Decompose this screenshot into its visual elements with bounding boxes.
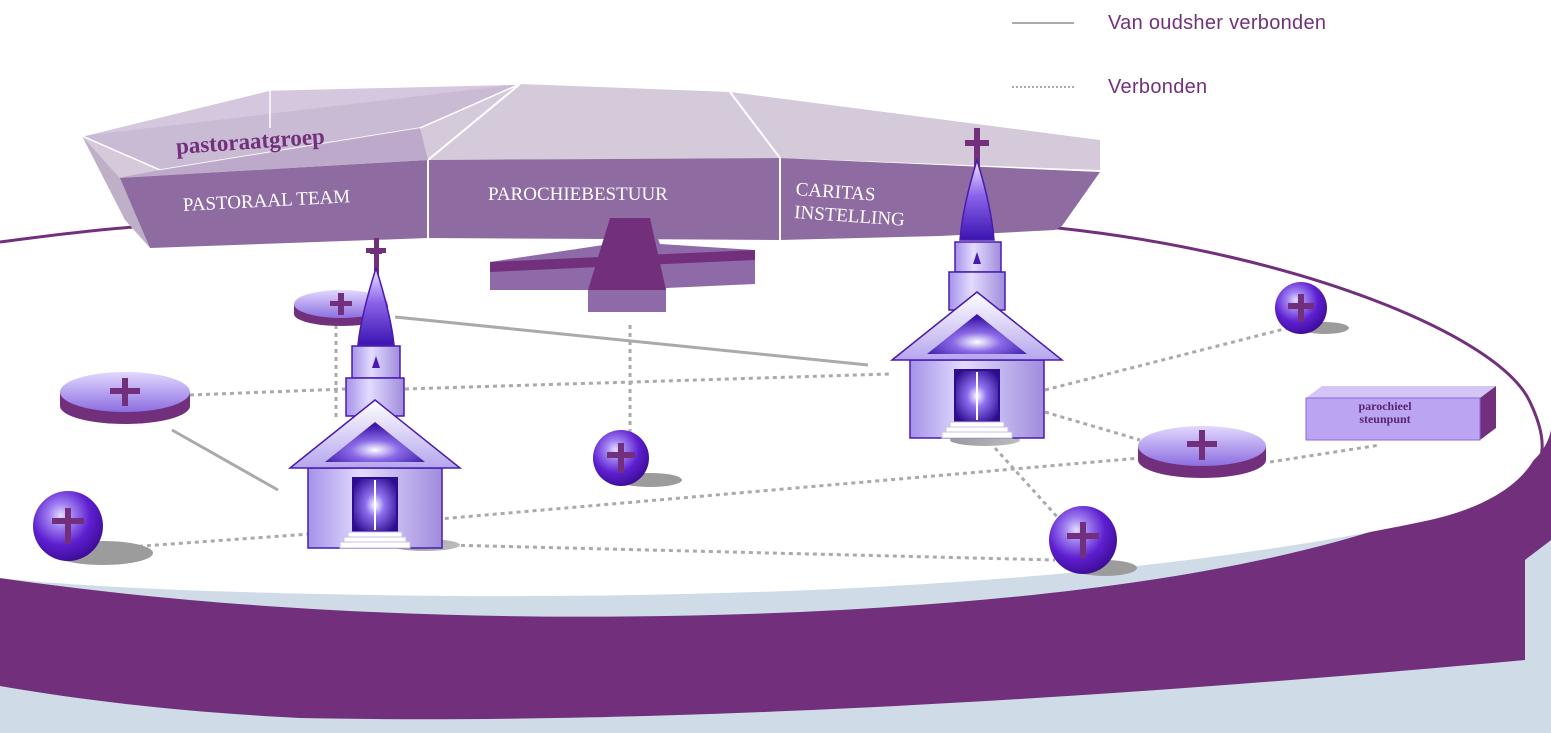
- steunpunt-label: parochieel steunpunt: [1310, 400, 1460, 426]
- dotted-connector: [189, 387, 346, 397]
- platform-bottom-light: [0, 660, 1525, 733]
- parish-sphere: [33, 491, 153, 565]
- dotted-connector: [404, 456, 1141, 524]
- parish-disc: [1138, 426, 1266, 478]
- legend-solid-label: Van oudsher verbonden: [1108, 11, 1327, 34]
- dotted-connector: [404, 372, 891, 391]
- legend-solid-line: [1012, 22, 1074, 24]
- dotted-connector: [114, 532, 311, 550]
- connectors: [114, 315, 1381, 562]
- steunpunt-label-line1: parochieel: [1358, 399, 1412, 413]
- parish-sphere: [593, 430, 682, 487]
- platform-purple-rim: [0, 430, 1551, 733]
- board-structure: [79, 83, 1100, 312]
- parish-disc: [60, 372, 190, 424]
- dotted-connector: [1269, 443, 1381, 464]
- dotted-connector: [993, 446, 1062, 522]
- dotted-connector: [1044, 410, 1141, 442]
- legend-dotted-label: Verbonden: [1108, 75, 1208, 98]
- legend: Van oudsher verbonden Verbonden: [1012, 8, 1432, 108]
- board-front-band: [118, 158, 1100, 248]
- parochiebestuur-label: PAROCHIEBESTUUR: [488, 184, 668, 205]
- church-left: [287, 238, 463, 551]
- church-right: [889, 128, 1065, 446]
- legend-row-solid: Van oudsher verbonden: [1012, 8, 1326, 38]
- pastoraatgroep-glass-box: [79, 83, 521, 171]
- caritas-instelling-label: CARITAS INSTELLING: [793, 178, 907, 232]
- legend-row-dotted: Verbonden: [1012, 72, 1207, 102]
- legend-dotted-line: [1012, 86, 1074, 88]
- board-left-wing: [82, 136, 150, 248]
- parish-sphere: [1275, 282, 1349, 334]
- platform-top-outline: [0, 224, 1544, 472]
- parochieel-steunpunt-box: [1305, 386, 1496, 441]
- solid-connector: [171, 428, 279, 492]
- steunpunt-label-line2: steunpunt: [1359, 412, 1411, 426]
- platform-right-light: [1525, 540, 1551, 733]
- dotted-connector: [1044, 326, 1289, 392]
- parish-sphere: [1049, 506, 1137, 576]
